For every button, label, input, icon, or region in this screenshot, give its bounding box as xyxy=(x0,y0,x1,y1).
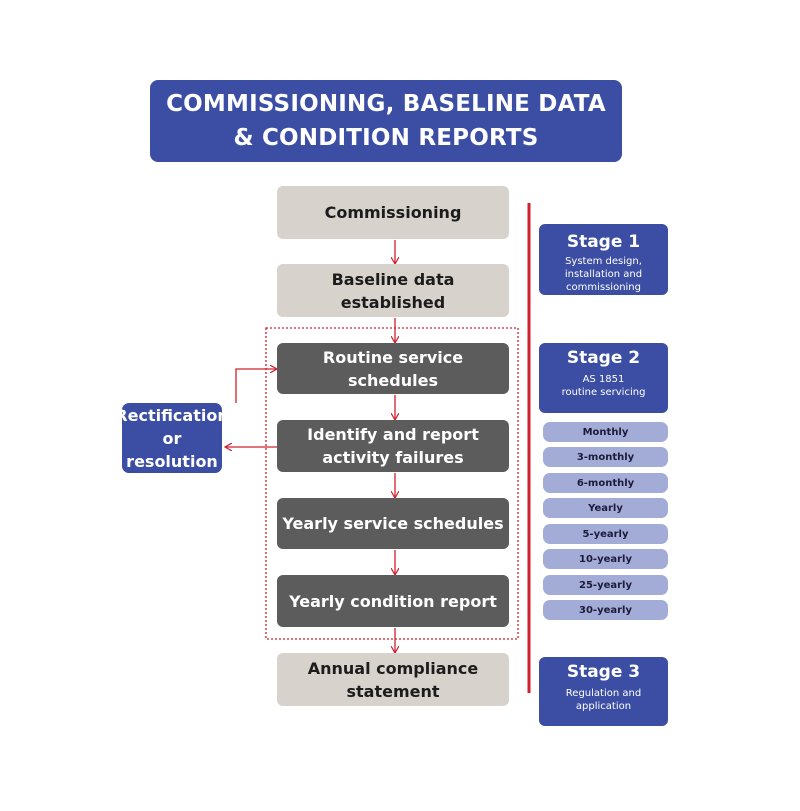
stage-3-desc-line-2: application xyxy=(575,701,632,712)
yearly-condition-box: Yearly condition report xyxy=(277,575,509,627)
baseline-label-line-1: Baseline data xyxy=(331,269,455,289)
diagram-title: COMMISSIONING, BASELINE DATA & CONDITION… xyxy=(150,80,622,162)
identify-failures-box: Identify and report activity failures xyxy=(277,420,509,472)
rectification-line-2: or resolution xyxy=(126,428,218,471)
stage-1-desc-line-3: commissioning xyxy=(566,282,641,293)
title-line-2: & CONDITION REPORTS xyxy=(233,125,539,151)
frequency-pill-6-monthly: 6-monthly xyxy=(543,473,668,493)
routine-service-box: Routine service schedules xyxy=(277,343,509,394)
stage-2-title: Stage 2 xyxy=(566,348,641,368)
dotted-frame xyxy=(265,327,519,640)
annual-label-line-1: Annual compliance xyxy=(307,658,479,678)
routine-label-line-1: Routine service xyxy=(322,347,464,367)
commissioning-label: Commissioning xyxy=(324,203,462,222)
commissioning-box: Commissioning xyxy=(277,186,509,239)
baseline-data-box: Baseline data established xyxy=(277,264,509,317)
frequency-pill-25-yearly: 25-yearly xyxy=(543,575,668,595)
identify-label-line-1: Identify and report xyxy=(307,425,479,444)
rectification-line-1: Rectification xyxy=(115,405,229,425)
frequency-pill-10-yearly: 10-yearly xyxy=(543,549,668,569)
stage-2-desc-line-2: routine servicing xyxy=(561,387,646,398)
yearly-service-label: Yearly service schedules xyxy=(282,514,504,533)
stage-2-desc-line-1: AS 1851 xyxy=(582,374,625,385)
frequency-pill-yearly: Yearly xyxy=(543,498,668,518)
frequency-pill-30-yearly: 30-yearly xyxy=(543,600,668,620)
identify-label-line-2: activity failures xyxy=(322,448,464,467)
yearly-condition-label: Yearly condition report xyxy=(289,591,497,611)
stage-1-title: Stage 1 xyxy=(566,232,641,252)
stage-3-desc-line-1: Regulation and xyxy=(565,688,642,699)
stage-3-box: Stage 3 Regulation and application xyxy=(539,657,668,726)
stage-1-box: Stage 1 System design, installation and … xyxy=(539,224,668,295)
frequency-pill-3-monthly: 3-monthly xyxy=(543,447,668,467)
rectification-box: Rectification or resolution xyxy=(115,403,229,473)
routine-label-line-2: schedules xyxy=(348,370,438,390)
stage-1-desc-line-2: installation and xyxy=(564,269,643,280)
yearly-service-box: Yearly service schedules xyxy=(277,498,509,549)
title-line-1: COMMISSIONING, BASELINE DATA xyxy=(166,91,606,117)
annual-compliance-box: Annual compliance statement xyxy=(277,653,509,706)
arrow-rectification-routine xyxy=(235,369,276,403)
stage-3-title: Stage 3 xyxy=(566,662,641,682)
stage-1-desc-line-1: System design, xyxy=(565,256,642,267)
frequency-pill-5-yearly: 5-yearly xyxy=(543,524,668,544)
stage-2-box: Stage 2 AS 1851 routine servicing xyxy=(539,343,668,413)
baseline-label-line-2: established xyxy=(340,292,446,312)
frequency-pill-monthly: Monthly xyxy=(543,422,668,442)
annual-label-line-2: statement xyxy=(346,681,440,701)
